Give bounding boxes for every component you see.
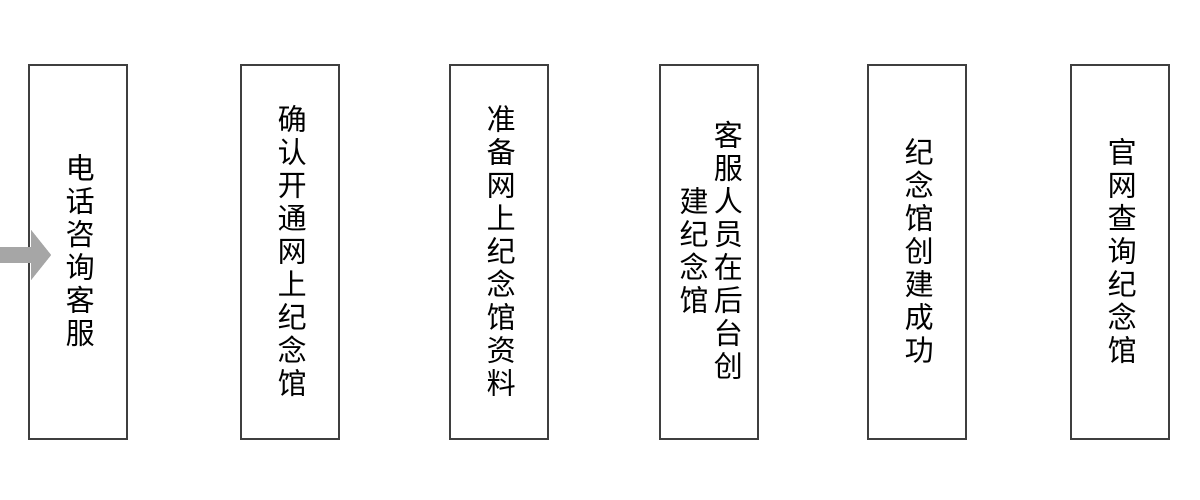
flow-node-label: 客服人员在后台创建纪念馆 xyxy=(675,120,744,384)
flow-node-label: 确认开通网上纪念馆 xyxy=(273,103,308,401)
flow-node-label: 纪念馆创建成功 xyxy=(900,136,935,368)
flow-node-step-6[interactable]: 官网查询纪念馆 xyxy=(1070,64,1170,440)
flow-node-step-5[interactable]: 纪念馆创建成功 xyxy=(867,64,967,440)
flow-node-label: 准备网上纪念馆资料 xyxy=(482,103,517,401)
arrow-right-icon xyxy=(0,228,52,282)
flow-node-step-2[interactable]: 确认开通网上纪念馆 xyxy=(240,64,340,440)
flow-node-step-3[interactable]: 准备网上纪念馆资料 xyxy=(449,64,549,440)
flow-node-step-4[interactable]: 客服人员在后台创建纪念馆 xyxy=(659,64,759,440)
flow-node-label: 电话咨询客服 xyxy=(61,153,96,351)
flow-node-label: 官网查询纪念馆 xyxy=(1103,136,1138,368)
